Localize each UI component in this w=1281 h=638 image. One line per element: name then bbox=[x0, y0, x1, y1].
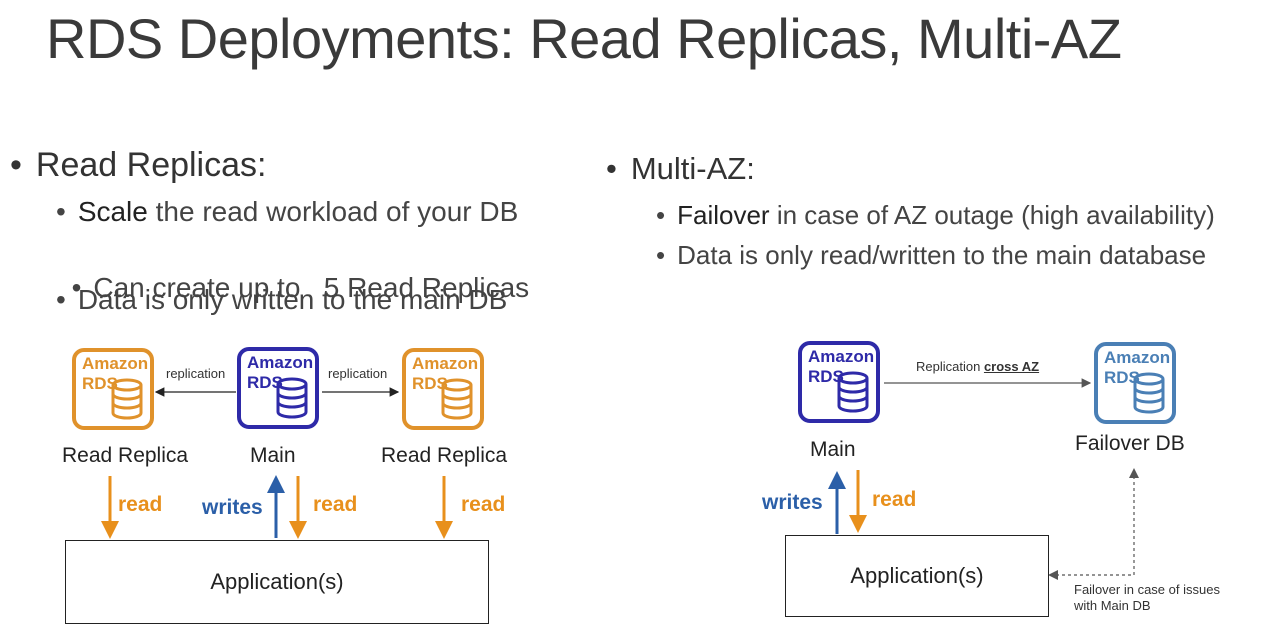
writes-label-right: writes bbox=[762, 491, 823, 514]
bullet-scale: • Scale the read workload of your DB bbox=[56, 196, 518, 228]
application-box-left: Application(s) bbox=[65, 540, 489, 624]
failover-note-line1: Failover in case of issues bbox=[1074, 582, 1220, 597]
bullet-dot: • bbox=[71, 272, 82, 303]
bullet-dot: • bbox=[56, 196, 66, 227]
database-icon bbox=[111, 378, 143, 420]
application-box-right: Application(s) bbox=[785, 535, 1049, 617]
failover-dashed-path bbox=[1052, 470, 1135, 576]
multi-az-heading: Multi-AZ: bbox=[630, 151, 755, 186]
read-label-3: read bbox=[461, 493, 506, 516]
bullet-dot: • bbox=[56, 284, 66, 315]
caption-read-replica-left: Read Replica bbox=[62, 444, 189, 467]
read-label-2: read bbox=[313, 493, 358, 516]
replication-label-right: replication bbox=[328, 366, 388, 381]
read-replicas-heading: Read Replicas: bbox=[35, 146, 267, 184]
bullet-strong: Scale bbox=[77, 196, 148, 227]
bullet-multi-az: • Multi-AZ: bbox=[606, 151, 755, 187]
bullet-create-up-to: • Can create up to 5 Read Replicas bbox=[56, 240, 530, 304]
bullet-dot: • bbox=[656, 200, 666, 230]
caption-main: Main bbox=[250, 444, 296, 467]
bullet-text: the read workload of your DB bbox=[147, 196, 519, 227]
failover-note: Failover in case of issues with Main DB bbox=[1074, 582, 1220, 614]
bullet-dot: • bbox=[10, 146, 22, 184]
bullet-dot: • bbox=[606, 151, 617, 186]
bullet-text: Data is only written to the main DB bbox=[77, 284, 508, 315]
database-icon bbox=[441, 378, 473, 420]
database-icon bbox=[837, 371, 869, 413]
bullet-strong: Failover bbox=[677, 200, 770, 230]
caption-read-replica-right: Read Replica bbox=[381, 444, 508, 467]
replication-label-left: replication bbox=[166, 366, 226, 381]
bullet-text: in case of AZ outage (high availability) bbox=[769, 200, 1215, 230]
caption-main-multi-az: Main bbox=[810, 438, 856, 461]
bullet-dot: • bbox=[656, 240, 666, 270]
read-label-1: read bbox=[118, 493, 163, 516]
writes-label: writes bbox=[202, 496, 263, 519]
database-icon bbox=[276, 377, 308, 419]
bullet-failover: • Failover in case of AZ outage (high ava… bbox=[656, 200, 1215, 231]
database-icon bbox=[1133, 372, 1165, 414]
slide-title: RDS Deployments: Read Replicas, Multi-AZ bbox=[46, 7, 1122, 70]
caption-failover-db: Failover DB bbox=[1075, 432, 1185, 455]
failover-note-line2: with Main DB bbox=[1074, 598, 1151, 613]
bullet-read-replicas: • Read Replicas: bbox=[10, 146, 266, 185]
bullet-text: Data is only read/written to the main da… bbox=[677, 240, 1207, 270]
replication-cross-az-label: Replication cross AZ bbox=[916, 359, 1040, 374]
bullet-read-written: • Data is only read/written to the main d… bbox=[656, 240, 1206, 271]
read-label-right: read bbox=[872, 488, 917, 511]
bullet-text: Can create up to 5 Read Replicas bbox=[93, 272, 530, 303]
bullet-written-main: • Data is only written to the main DB bbox=[56, 284, 507, 316]
